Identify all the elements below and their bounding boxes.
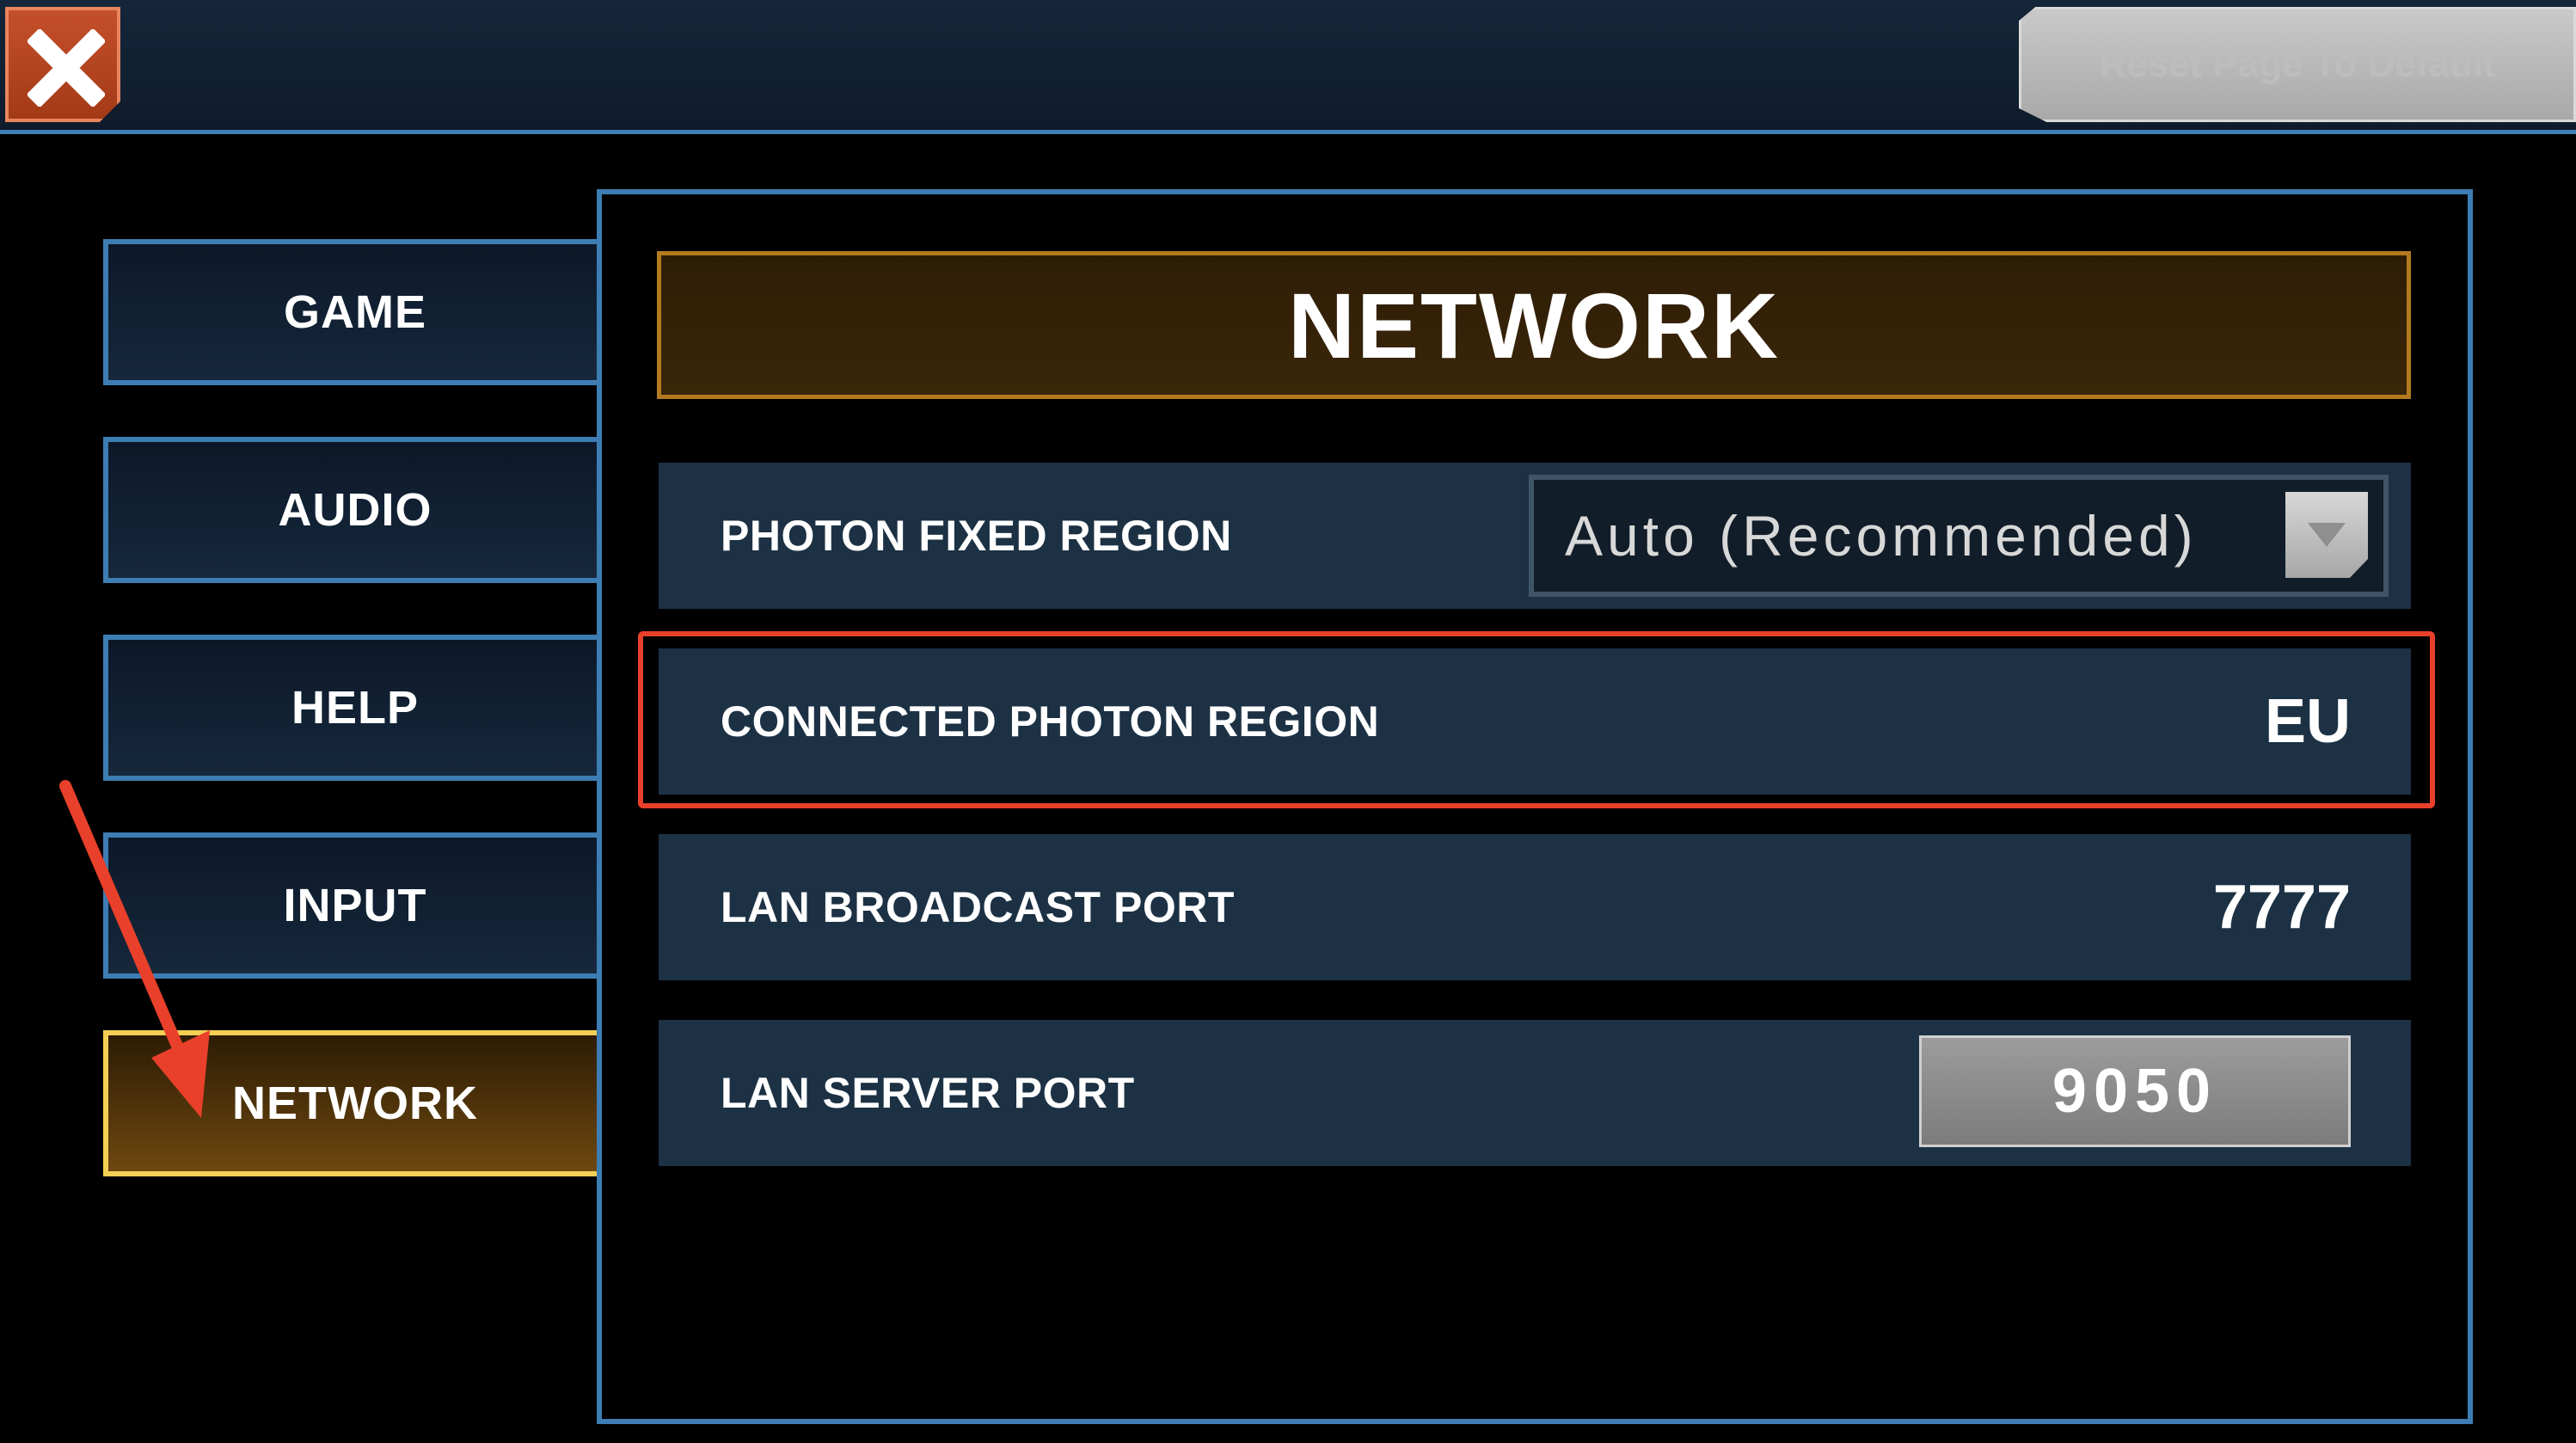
sidebar-item-help[interactable]: HELP [103, 635, 602, 781]
reset-page-button[interactable]: Reset Page To Default [2019, 7, 2576, 122]
reset-page-label: Reset Page To Default [2099, 43, 2496, 85]
row-label: LAN SERVER PORT [721, 1069, 1135, 1117]
photon-fixed-region-row: PHOTON FIXED REGION Auto (Recommended) [659, 463, 2411, 609]
close-icon [28, 29, 105, 107]
chevron-down-icon [2308, 523, 2346, 547]
page-title: NETWORK [657, 251, 2411, 399]
row-label: LAN BROADCAST PORT [721, 883, 1235, 931]
arrow-annotation-icon [59, 780, 210, 1118]
top-bar: Reset Page To Default [0, 0, 2576, 134]
connected-region-value: EU [2264, 687, 2351, 756]
sidebar-item-audio[interactable]: AUDIO [103, 437, 602, 583]
dropdown-toggle[interactable] [2285, 492, 2368, 578]
sidebar-item-label: NETWORK [232, 1078, 478, 1129]
dropdown-selected-value: Auto (Recommended) [1565, 504, 2198, 568]
lan-broadcast-port-row: LAN BROADCAST PORT 7777 [659, 834, 2411, 980]
page-title-text: NETWORK [1288, 273, 1780, 378]
row-label: PHOTON FIXED REGION [721, 512, 1232, 560]
lan-server-port-row: LAN SERVER PORT 9050 [659, 1020, 2411, 1166]
sidebar-item-game[interactable]: GAME [103, 239, 602, 385]
photon-region-dropdown[interactable]: Auto (Recommended) [1529, 475, 2389, 597]
sidebar-item-label: GAME [284, 286, 426, 338]
connected-photon-region-row: CONNECTED PHOTON REGION EU [659, 648, 2411, 795]
sidebar-item-label: INPUT [283, 880, 427, 931]
sidebar-item-label: HELP [291, 682, 420, 734]
sidebar-item-network[interactable]: NETWORK [103, 1030, 602, 1176]
broadcast-port-value: 7777 [2212, 873, 2351, 942]
sidebar-item-input[interactable]: INPUT [103, 832, 602, 979]
sidebar-item-label: AUDIO [278, 484, 432, 536]
server-port-input[interactable]: 9050 [1919, 1035, 2351, 1147]
highlight-annotation [638, 631, 2435, 808]
row-label: CONNECTED PHOTON REGION [721, 697, 1380, 746]
close-button[interactable] [5, 7, 120, 122]
